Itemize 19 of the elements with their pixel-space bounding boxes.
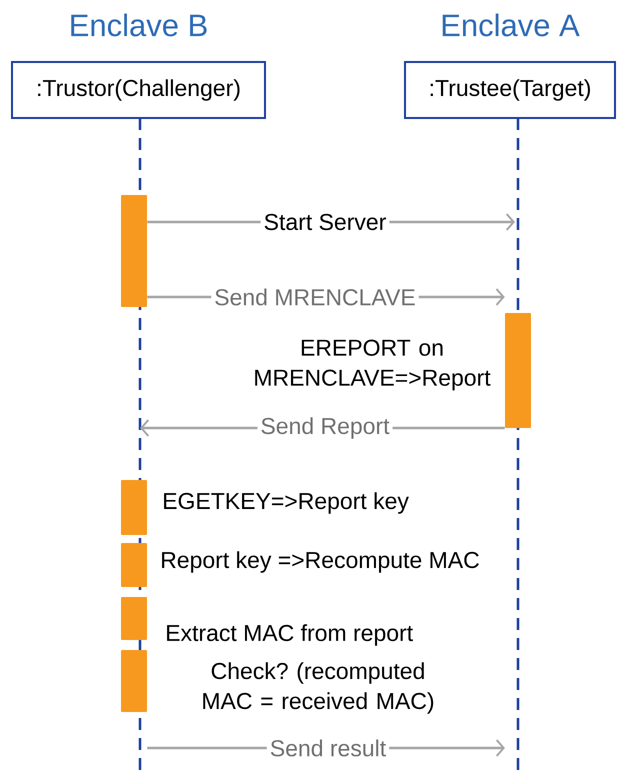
lifeline-box: :Trustor(Challenger) xyxy=(11,61,266,119)
activation-bar xyxy=(121,195,147,307)
activation-bar xyxy=(505,313,531,428)
message-label: Send Report xyxy=(257,416,393,440)
message-label: Send MRENCLAVE xyxy=(211,288,419,306)
message-label: Start Server xyxy=(260,212,390,232)
note-text: Extract MAC from report xyxy=(167,624,413,646)
lifeline-box: :Trustee(Target) xyxy=(404,61,616,119)
activation-bar xyxy=(121,543,147,587)
enclave-title: Enclave B xyxy=(71,14,207,36)
note-text: EREPORT on MRENCLAVE=>Report xyxy=(255,340,490,390)
note-text: Report key =>Recompute MAC xyxy=(162,551,479,573)
activation-bar xyxy=(121,480,147,535)
note-text: Check? (recomputed MAC = received MAC) xyxy=(203,662,434,714)
note-text: EGETKEY=>Report key xyxy=(164,492,409,514)
enclave-title: Enclave A xyxy=(442,14,580,36)
message-label: Send result xyxy=(266,738,390,758)
activation-bar xyxy=(121,597,147,640)
activation-bar xyxy=(121,650,147,712)
